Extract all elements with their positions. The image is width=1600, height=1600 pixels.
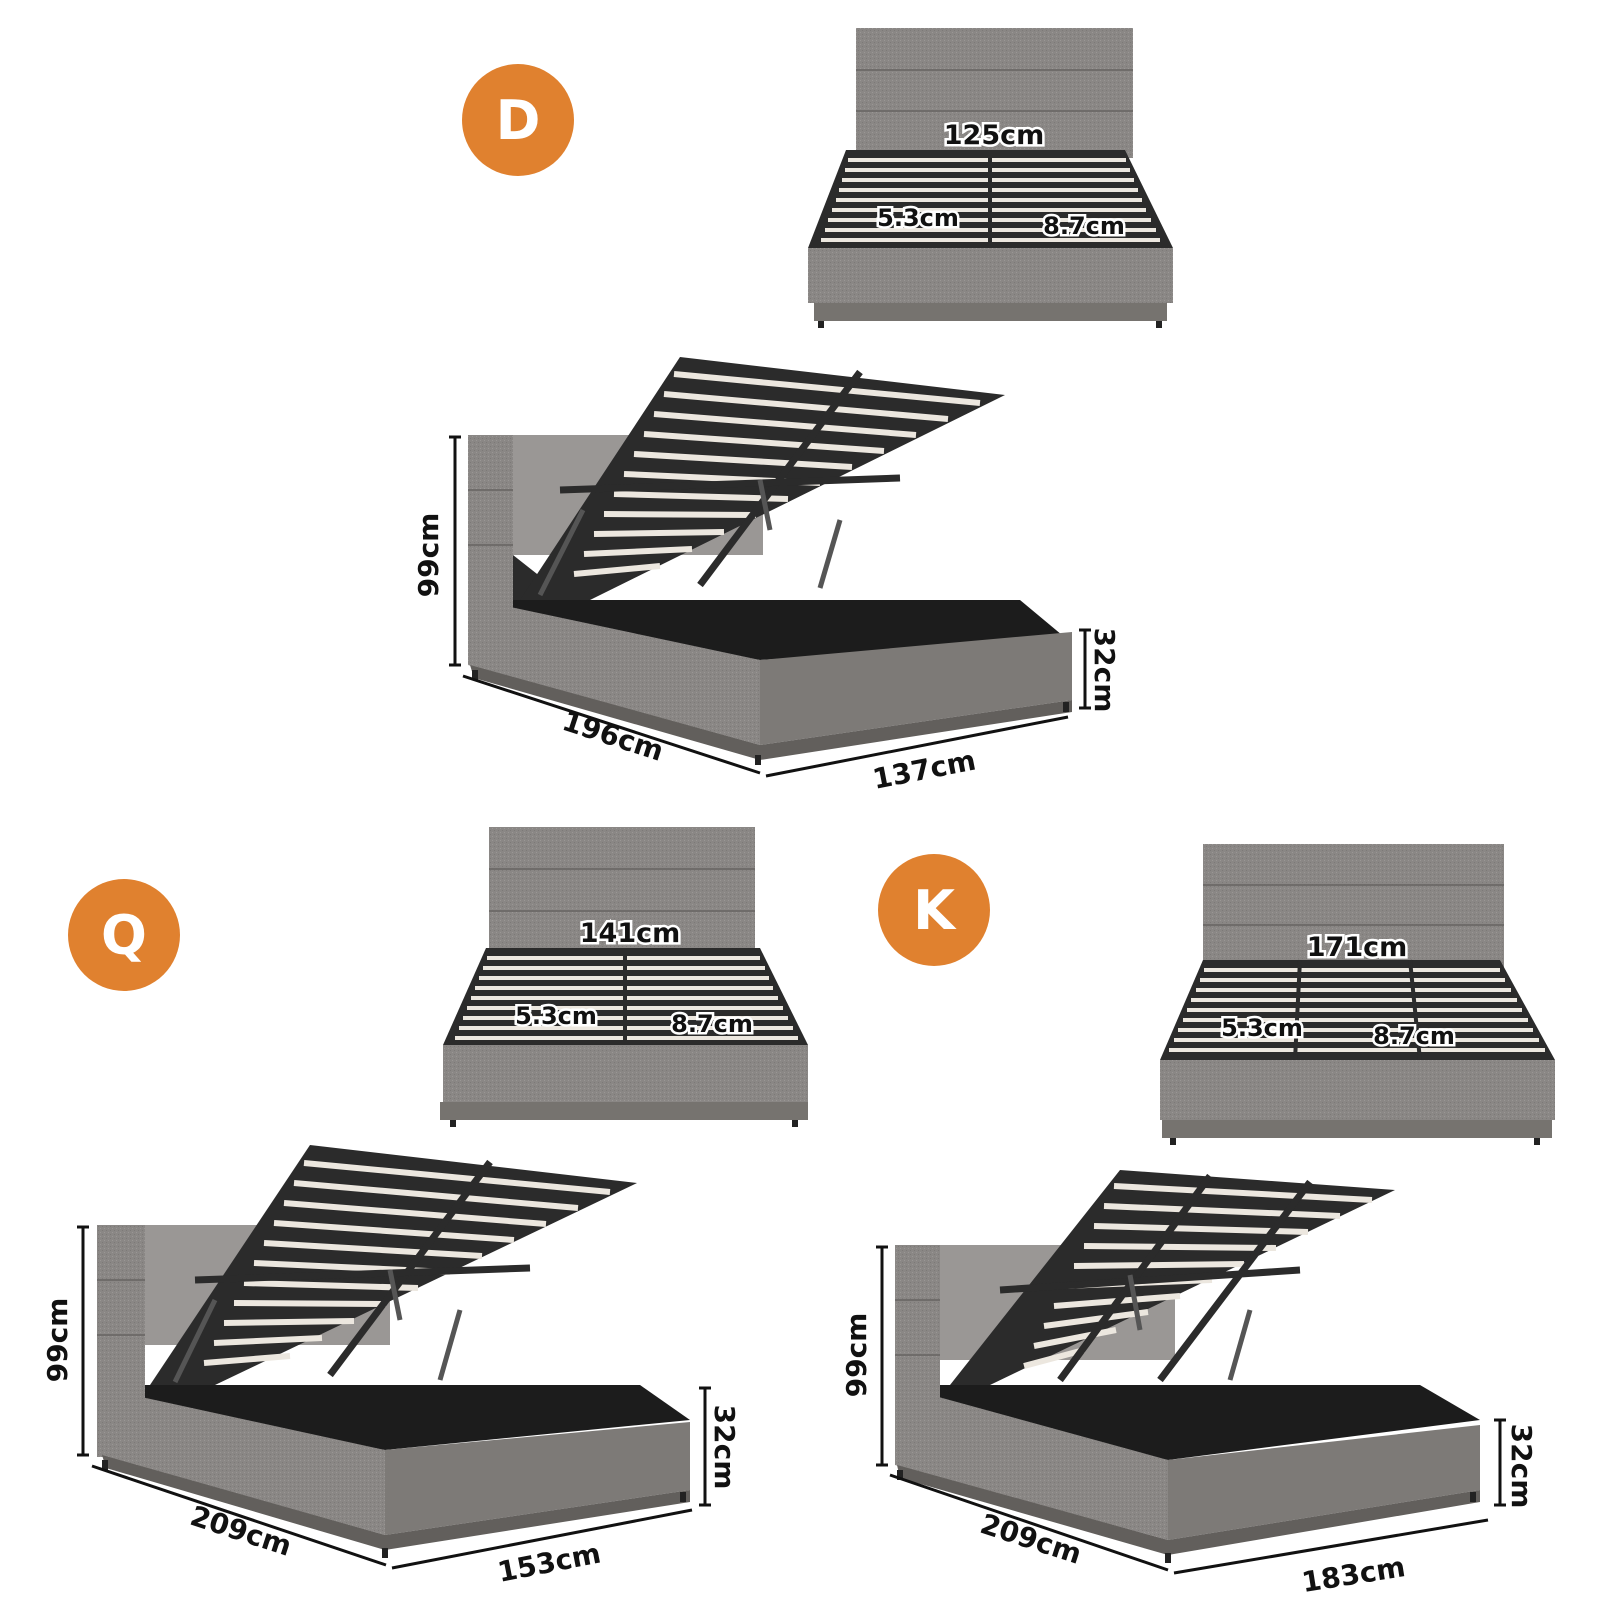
width-label: 125cm: [944, 120, 1045, 151]
length-line: [889, 1473, 1169, 1572]
foot-rail: [385, 1422, 690, 1535]
king-bed-side-view: [895, 1170, 1480, 1563]
headboard: [856, 28, 1133, 158]
side-rail: [468, 598, 760, 745]
side-rail: [895, 1385, 1168, 1540]
side-rail: [443, 1045, 808, 1102]
storage-box: [145, 1385, 690, 1450]
height-label: 99cm: [41, 1298, 74, 1383]
badge-king: K: [878, 854, 990, 966]
double-dimensions: [449, 435, 1091, 778]
king-bed-top-view: 171cm 5.3cm 8.7cm: [1160, 844, 1555, 1145]
foot-rail: [760, 632, 1072, 745]
slat-width-label: 8.7cm: [1373, 1022, 1455, 1050]
slat-gap-label: 5.3cm: [877, 204, 959, 232]
double-bed-top-view: 125cm 5.3cm 8.7cm: [808, 28, 1173, 328]
base-height-label: 32cm: [708, 1405, 741, 1490]
svg-text:D: D: [496, 89, 541, 152]
side-rail: [1160, 1060, 1555, 1120]
slat-width-label: 8.7cm: [1043, 212, 1125, 240]
queen-dimensions: [77, 1225, 711, 1570]
width-line: [1173, 1518, 1489, 1575]
badge-queen: Q: [68, 879, 180, 991]
length-line: [462, 674, 761, 775]
slat-gap-label: 5.3cm: [515, 1002, 597, 1030]
width-label: 183cm: [1299, 1550, 1407, 1599]
width-label: 141cm: [580, 918, 681, 949]
queen-bed-side-view: [97, 1145, 690, 1558]
side-rail: [808, 248, 1173, 303]
svg-text:K: K: [913, 879, 957, 942]
base-height-label: 32cm: [1088, 628, 1121, 713]
headboard: [1203, 844, 1504, 969]
storage-box: [940, 1385, 1480, 1460]
side-rail: [100, 1388, 385, 1535]
slat-gap-label: 5.3cm: [1221, 1014, 1303, 1042]
headboard: [489, 827, 755, 957]
king-dimensions: [876, 1245, 1506, 1575]
height-label: 99cm: [840, 1313, 873, 1398]
width-label: 171cm: [1307, 932, 1408, 963]
height-label: 99cm: [412, 513, 445, 598]
width-line: [765, 715, 1069, 778]
foot-rail: [1168, 1425, 1480, 1540]
double-bed-side-view: [468, 357, 1072, 765]
length-line: [91, 1464, 387, 1567]
slat-width-label: 8.7cm: [671, 1010, 753, 1038]
svg-text:Q: Q: [101, 904, 147, 967]
base-height-label: 32cm: [1505, 1424, 1538, 1509]
width-line: [391, 1508, 693, 1570]
badge-double: D: [462, 64, 574, 176]
queen-bed-top-view: 141cm 5.3cm 8.7cm: [440, 827, 808, 1127]
